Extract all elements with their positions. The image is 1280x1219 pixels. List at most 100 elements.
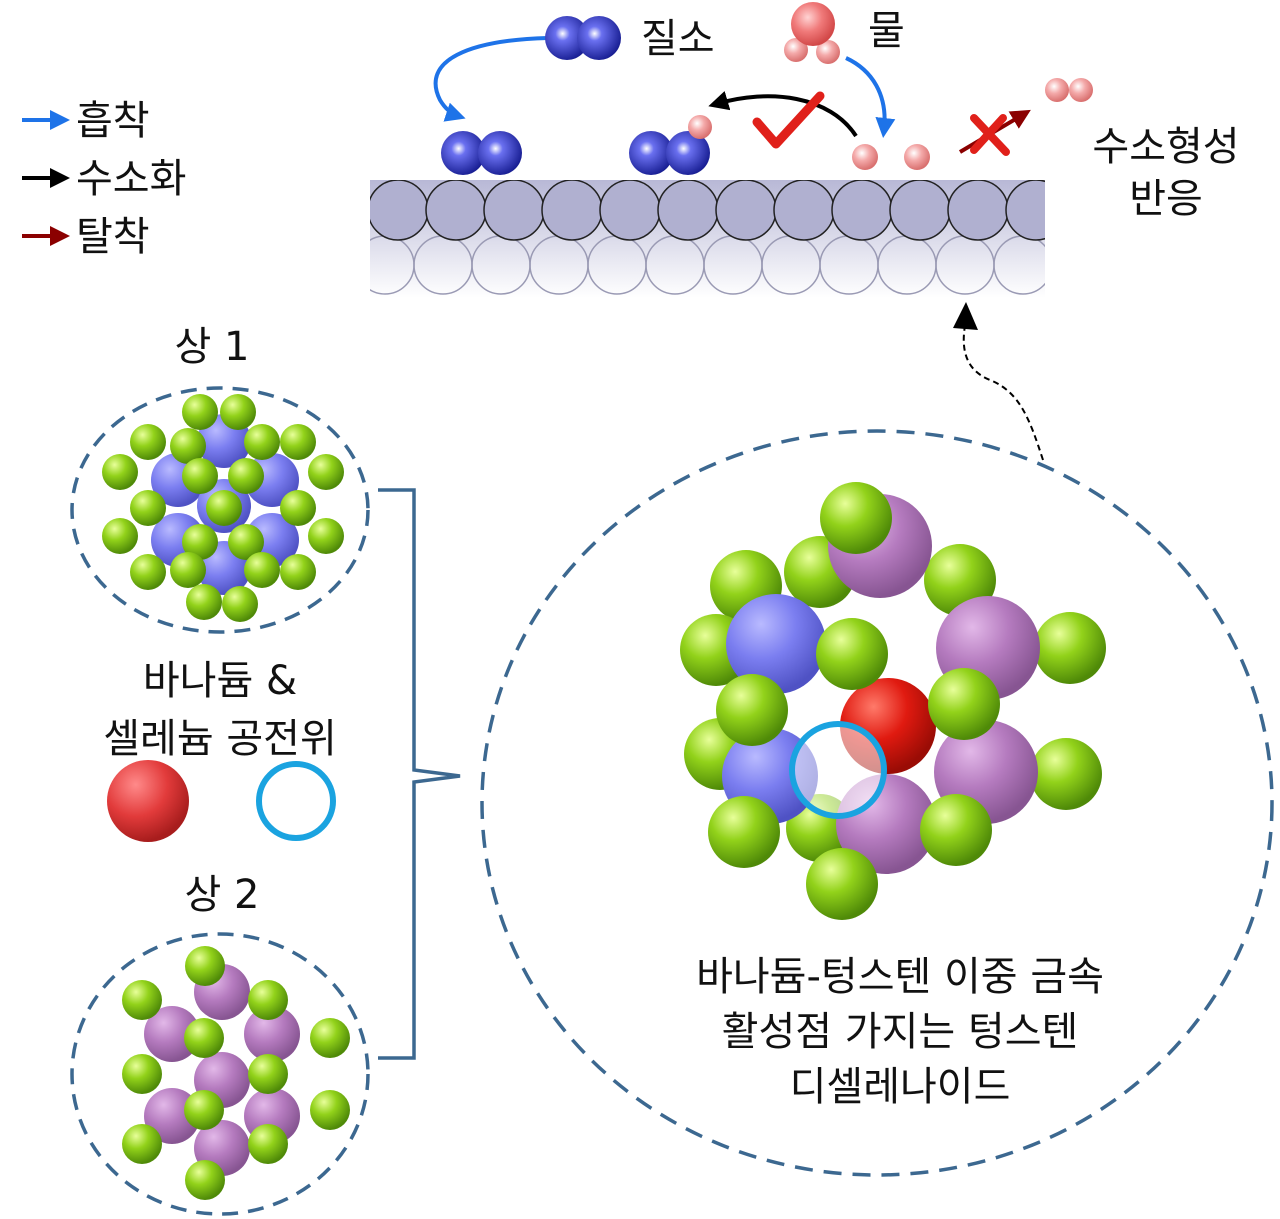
- surface-atom: [831, 180, 893, 241]
- selenium-atom: [248, 1124, 288, 1164]
- selenium-atom: [182, 458, 218, 494]
- selenium-atom: [122, 1054, 162, 1094]
- selenium-atom: [228, 524, 264, 560]
- surface-atom-back: [1052, 236, 1110, 294]
- selenium-atom: [280, 490, 316, 526]
- legend-item-desorption: 탈착: [22, 214, 150, 260]
- bracket: [378, 488, 461, 1060]
- check-mark-icon: [752, 91, 825, 149]
- selenium-atom: [806, 848, 878, 920]
- selenium-atom: [102, 518, 138, 554]
- phase2-label: 상 2: [185, 872, 260, 918]
- selenium-atom: [185, 1160, 225, 1200]
- zoom-structure: [680, 482, 1106, 920]
- hydrogen-molecule: [1045, 78, 1093, 102]
- selenium-atom: [280, 554, 316, 590]
- surface-atom: [1064, 180, 1124, 240]
- her-label-line1: 수소형성: [1092, 124, 1239, 170]
- selenium-atom: [130, 490, 166, 526]
- nitrogen-molecule-adsorbed: [441, 131, 522, 175]
- selenium-atom: [182, 394, 218, 430]
- phase2-structure: [122, 946, 350, 1200]
- selenium-atom: [1034, 612, 1106, 684]
- legend-label-hydrogenation: 수소화: [76, 156, 186, 202]
- selenium-atom: [222, 586, 258, 622]
- zoom-outline: [480, 429, 1274, 1177]
- phase1-label: 상 1: [175, 324, 250, 370]
- vacancy-label-line1: 바나듐 &: [143, 658, 297, 704]
- selenium-atom: [184, 1018, 224, 1058]
- selenium-atom: [102, 454, 138, 490]
- nitrogen-hydrogenated: [629, 115, 712, 175]
- her-label-line2: 반응: [1129, 176, 1203, 222]
- selenium-atom: [920, 794, 992, 866]
- selenium-atom: [248, 980, 288, 1020]
- catalyst-surface: [370, 180, 1124, 298]
- surface-atom: [425, 180, 487, 241]
- selenium-atom: [228, 458, 264, 494]
- selenium-atom: [130, 554, 166, 590]
- legend-label-adsorption: 흡착: [76, 98, 150, 144]
- selenium-atom: [170, 552, 206, 588]
- zoom-connector: [962, 319, 1044, 461]
- adsorption-arrow: [433, 36, 549, 122]
- selenium-atom: [206, 490, 242, 526]
- surface-atom: [370, 180, 429, 241]
- selenium-atom: [308, 454, 344, 490]
- selenium-atom: [716, 674, 788, 746]
- selenium-atom: [816, 618, 888, 690]
- selenium-vacancy-site: [792, 724, 884, 816]
- surface-atom: [773, 180, 835, 241]
- selenium-atom: [310, 1018, 350, 1058]
- selenium-atom: [186, 584, 222, 620]
- phase1-outline: [70, 386, 370, 634]
- surface-atom: [715, 180, 777, 241]
- vanadium-vacancy-icon: [107, 760, 189, 842]
- cross-mark-icon: [970, 114, 1010, 156]
- zoom-caption-line1: 바나듐-텅스텐 이중 금속: [696, 954, 1104, 1000]
- water-label: 물: [868, 8, 905, 54]
- selenium-atom: [244, 552, 280, 588]
- selenium-atom: [184, 1090, 224, 1130]
- water-molecule: [784, 2, 840, 64]
- selenium-atom: [185, 946, 225, 986]
- tungsten-atom: [144, 1006, 200, 1062]
- selenium-atom: [308, 518, 344, 554]
- selenium-vacancy-ring: [789, 721, 887, 819]
- selenium-atom: [280, 424, 316, 460]
- surface-atom: [1005, 180, 1045, 241]
- selenium-atom: [708, 796, 780, 868]
- legend: 흡착 수소화 탈착: [22, 98, 186, 260]
- selenium-atom: [310, 1090, 350, 1130]
- connector-arrowhead-icon: [953, 302, 978, 330]
- selenium-atom: [170, 428, 206, 464]
- selenium-atom: [1030, 738, 1102, 810]
- tungsten-atom: [244, 1006, 300, 1062]
- nitrogen-label: 질소: [641, 16, 715, 62]
- surface-atom: [483, 180, 545, 241]
- selenium-atom: [248, 1054, 288, 1094]
- selenium-atom: [244, 424, 280, 460]
- zoom-caption-line2: 활성점 가지는 텅스텐: [722, 1009, 1079, 1055]
- surface-atom: [657, 180, 719, 241]
- nitrogen-molecule-gas: [545, 16, 621, 60]
- hydrogen-atom: [904, 144, 930, 170]
- phase1-structure: [102, 394, 344, 622]
- hydrogenation-arrow: [708, 91, 858, 138]
- surface-atom: [889, 180, 951, 241]
- legend-item-adsorption: 흡착: [22, 98, 150, 144]
- surface-atom: [599, 180, 661, 241]
- vanadium-atom: [726, 594, 826, 694]
- selenium-atom: [122, 1124, 162, 1164]
- selenium-vacancy-icon: [256, 761, 336, 841]
- surface-atom: [541, 180, 603, 241]
- water-adsorption-arrow: [845, 56, 896, 138]
- phase2-outline: [70, 932, 370, 1216]
- vacancy-label-line2: 셀레늄 공전위: [103, 716, 337, 762]
- selenium-atom: [928, 668, 1000, 740]
- legend-item-hydrogenation: 수소화: [22, 156, 186, 202]
- selenium-atom: [182, 524, 218, 560]
- surface-atom: [947, 180, 1009, 241]
